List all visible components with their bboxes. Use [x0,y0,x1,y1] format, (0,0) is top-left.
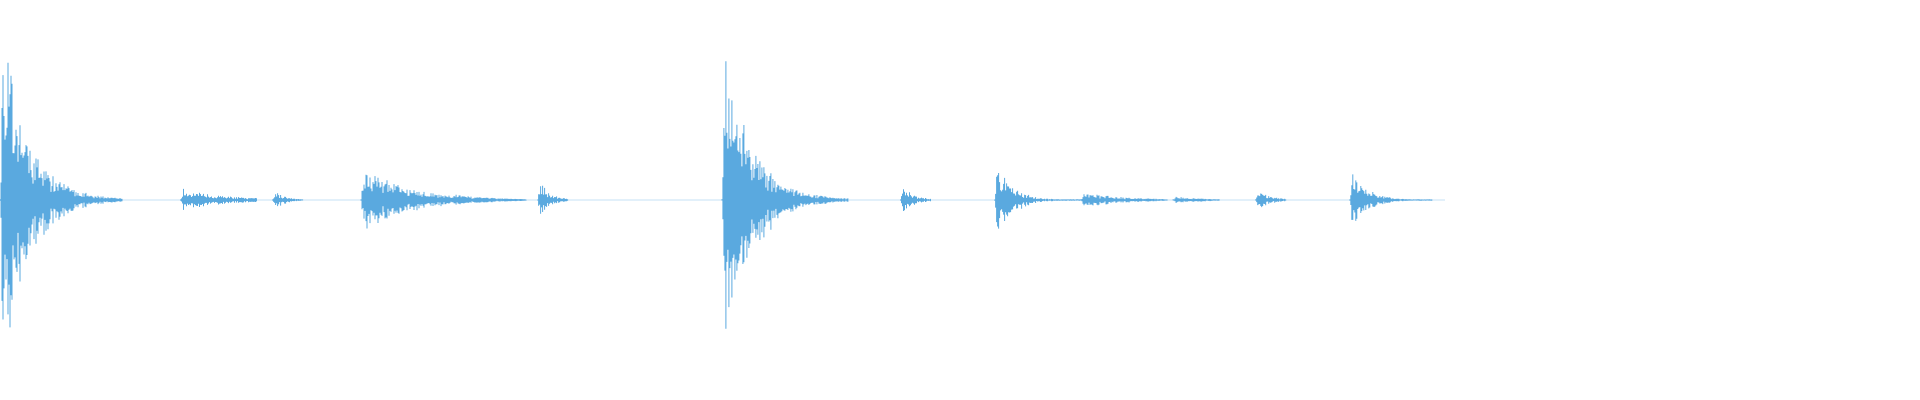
waveform-event-7 [721,61,849,329]
waveform-event-8 [900,189,931,211]
waveform-event-6 [537,185,569,214]
waveform-event-2 [180,188,257,210]
waveform-event-12 [1255,193,1287,208]
waveform-event-1 [0,62,123,328]
waveform-event-5 [452,194,523,205]
waveform-event-11 [1172,196,1220,203]
waveform-event-9 [994,173,1082,229]
waveform-event-10 [1080,194,1168,206]
waveform-events [0,61,1433,329]
waveform-event-4 [360,174,527,229]
waveform-event-3 [272,193,304,207]
waveform-event-13 [1349,174,1433,221]
